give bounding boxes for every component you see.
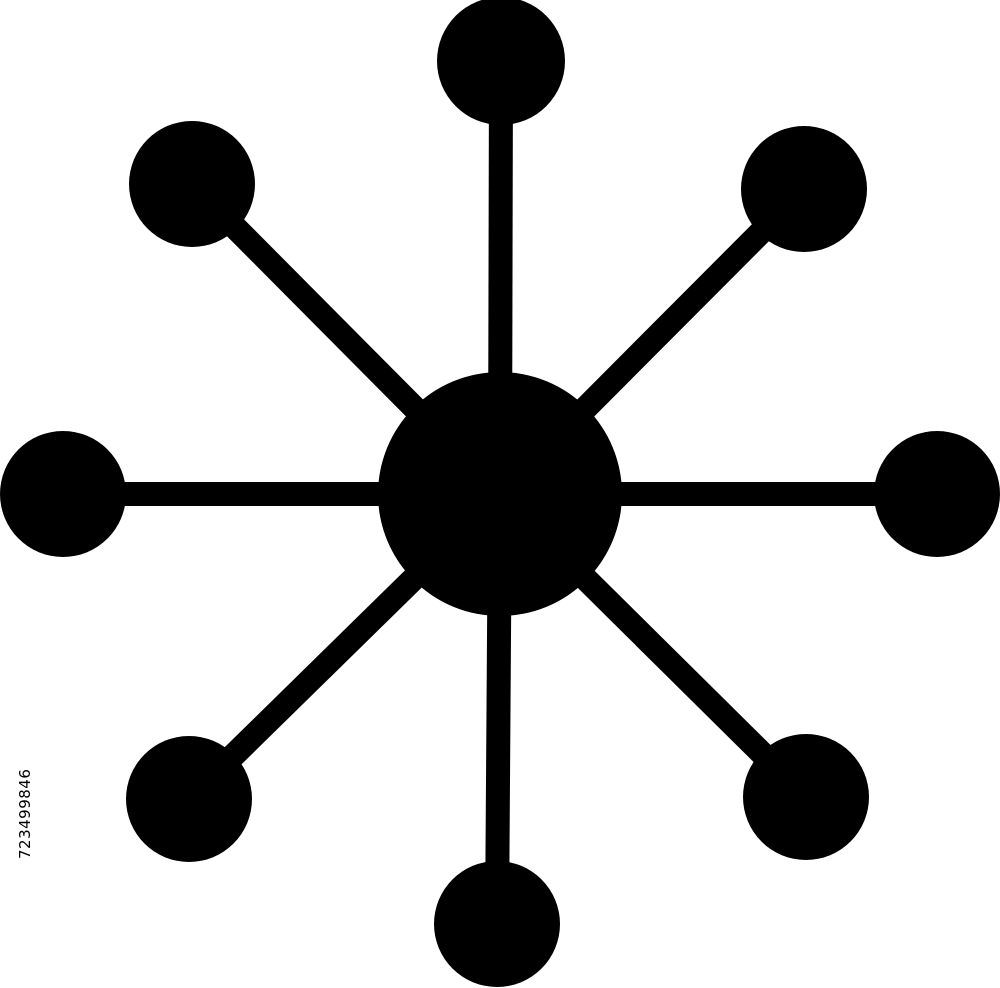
node-top-left (129, 121, 255, 247)
node-right (874, 431, 1000, 557)
stock-id-label: 723499846 (16, 768, 34, 860)
node-left (0, 431, 126, 557)
hub-node (378, 372, 622, 616)
node-top (437, 0, 565, 125)
node-bottom (434, 861, 560, 987)
node-top-right (741, 126, 867, 252)
node-bottom-right (743, 734, 869, 860)
node-bottom-left (126, 736, 252, 862)
